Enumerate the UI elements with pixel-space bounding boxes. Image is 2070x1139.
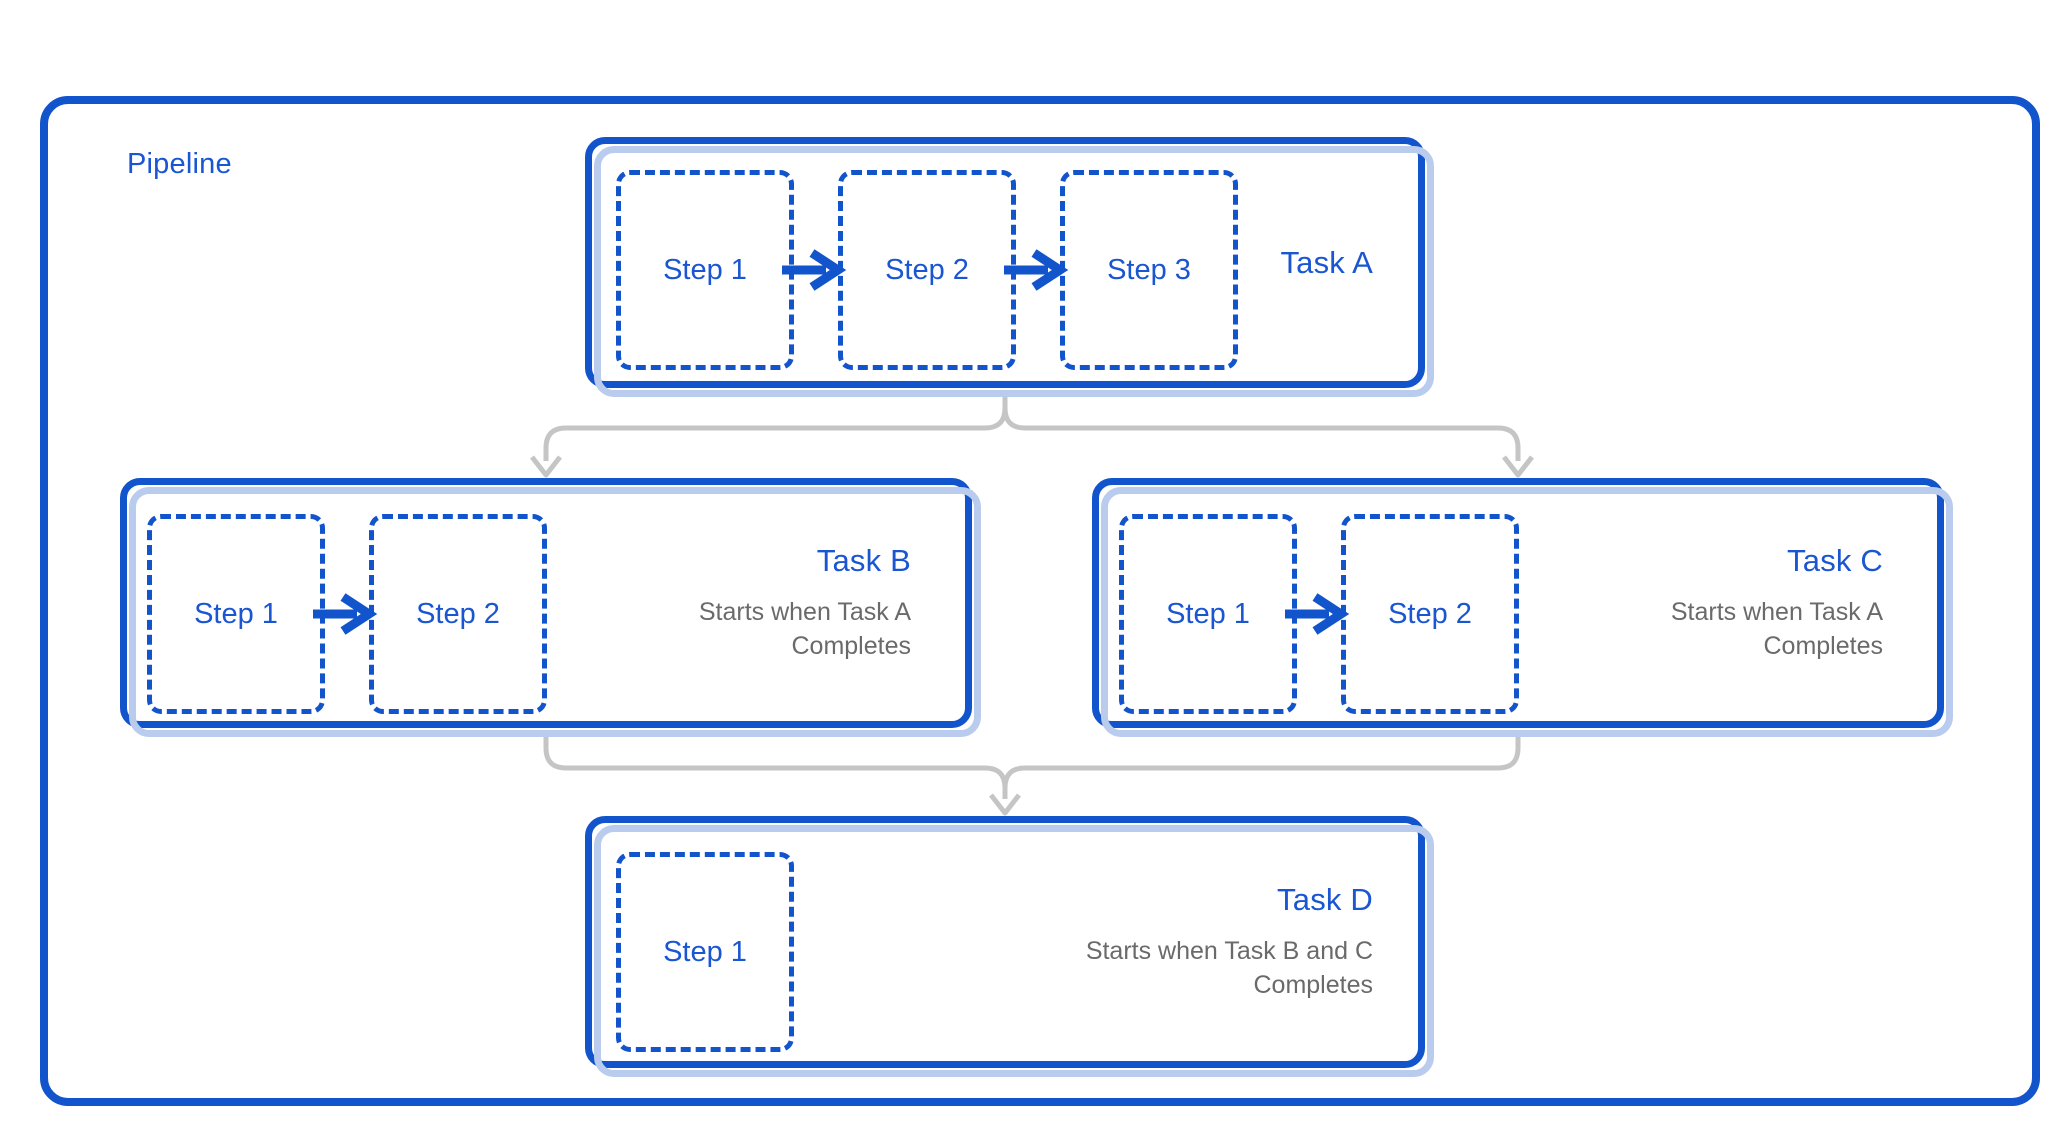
step-arrow-icon xyxy=(1004,249,1069,291)
task-c-note: Starts when Task A Completes xyxy=(1671,595,1883,663)
step-box: Step 1 xyxy=(1119,514,1297,714)
step-label: Step 1 xyxy=(194,597,278,630)
step-label: Step 3 xyxy=(1107,253,1191,286)
note-line: Starts when Task A xyxy=(698,598,911,626)
step-box: Step 1 xyxy=(147,514,325,714)
task-d-label: Task D xyxy=(1277,882,1373,917)
note-line: Completes xyxy=(1253,971,1374,999)
task-card-a: Step 1 Step 2 Step 3 Task A xyxy=(585,137,1434,397)
arrowhead-into-b-icon xyxy=(530,455,562,478)
note-line: Starts when Task A xyxy=(1670,598,1883,626)
step-box: Step 2 xyxy=(369,514,547,714)
step-box: Step 3 xyxy=(1060,170,1238,370)
step-box: Step 2 xyxy=(838,170,1016,370)
note-line: Completes xyxy=(791,632,912,660)
step-label: Step 2 xyxy=(1388,597,1472,630)
task-card-b: Step 1 Step 2 Task B Starts when Task A … xyxy=(120,478,981,737)
step-label: Step 1 xyxy=(663,935,747,968)
step-label: Step 1 xyxy=(663,253,747,286)
pipeline-title: Pipeline xyxy=(127,148,232,180)
arrowhead-into-d-icon xyxy=(989,793,1021,816)
note-line: Starts when Task B and C xyxy=(1085,937,1373,965)
task-a-label: Task A xyxy=(1280,244,1373,280)
step-label: Step 2 xyxy=(885,253,969,286)
step-label: Step 1 xyxy=(1166,597,1250,630)
task-d-note: Starts when Task B and C Completes xyxy=(1086,934,1373,1002)
arrowhead-into-c-icon xyxy=(1502,455,1534,478)
step-box: Step 1 xyxy=(616,852,794,1052)
task-b-note: Starts when Task A Completes xyxy=(699,595,911,663)
task-card-c: Step 1 Step 2 Task C Starts when Task A … xyxy=(1092,478,1953,737)
task-b-label: Task B xyxy=(816,543,911,578)
task-card-d: Step 1 Task D Starts when Task B and C C… xyxy=(585,816,1434,1077)
note-line: Completes xyxy=(1763,632,1884,660)
pipeline-container xyxy=(40,96,2040,1106)
task-c-label: Task C xyxy=(1787,543,1883,578)
step-box: Step 1 xyxy=(616,170,794,370)
step-arrow-icon xyxy=(1285,593,1350,635)
step-box: Step 2 xyxy=(1341,514,1519,714)
step-arrow-icon xyxy=(313,593,378,635)
fork-a-to-c-line xyxy=(1002,391,1521,461)
step-label: Step 2 xyxy=(416,597,500,630)
join-c-to-d-line xyxy=(1002,731,1521,799)
step-arrow-icon xyxy=(782,249,847,291)
